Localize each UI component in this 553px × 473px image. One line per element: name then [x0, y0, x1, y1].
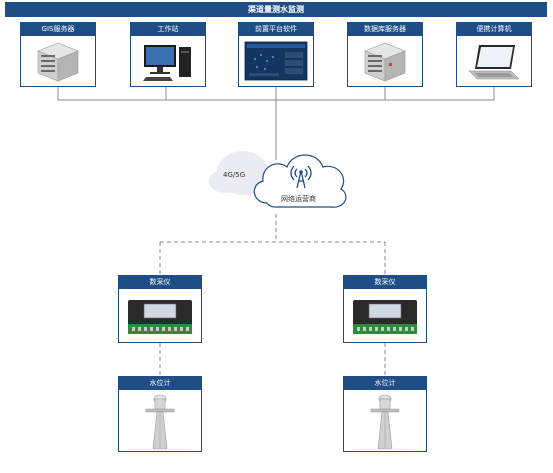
- cell-tower-icon: [290, 165, 312, 189]
- data-logger-card-left: 数采仪: [118, 275, 202, 343]
- gis-server-label: GIS服务器: [21, 23, 95, 36]
- workstation-label: 工作站: [131, 23, 205, 36]
- laptop-card: 便携计算机: [456, 22, 532, 87]
- software-screen-icon: [244, 41, 308, 81]
- workstation-card: 工作站: [130, 22, 206, 87]
- database-server-card: 数据库服务器: [347, 22, 423, 87]
- server-icon: [37, 42, 79, 82]
- gis-server-card: GIS服务器: [20, 22, 96, 87]
- data-logger-card-right: 数采仪: [343, 275, 427, 343]
- database-server-label: 数据库服务器: [348, 23, 422, 36]
- data-logger-icon: [128, 299, 192, 334]
- radar-level-gauge-icon: [145, 394, 175, 449]
- database-server-icon: [364, 42, 406, 82]
- network-operator-label: 网络运营商: [281, 195, 316, 203]
- workstation-icon: [143, 45, 191, 81]
- front-platform-software-card: 前置平台软件: [238, 22, 314, 87]
- network-cloud: 4G/5G 网络运营商: [205, 133, 355, 223]
- water-level-gauge-label-right: 水位计: [344, 377, 426, 390]
- diagram-title: 渠道量测水监测: [5, 2, 547, 17]
- radar-level-gauge-icon: [370, 394, 400, 449]
- water-level-gauge-card-right: 水位计: [343, 376, 427, 452]
- data-logger-icon: [353, 299, 417, 334]
- water-level-gauge-label-left: 水位计: [119, 377, 201, 390]
- laptop-label: 便携计算机: [457, 23, 531, 36]
- cloud-icon: [209, 151, 347, 208]
- water-level-gauge-card-left: 水位计: [118, 376, 202, 452]
- laptop-icon: [468, 45, 520, 80]
- band-label: 4G/5G: [223, 171, 246, 179]
- front-platform-software-label: 前置平台软件: [239, 23, 313, 36]
- data-logger-label-left: 数采仪: [119, 276, 201, 289]
- data-logger-label-right: 数采仪: [344, 276, 426, 289]
